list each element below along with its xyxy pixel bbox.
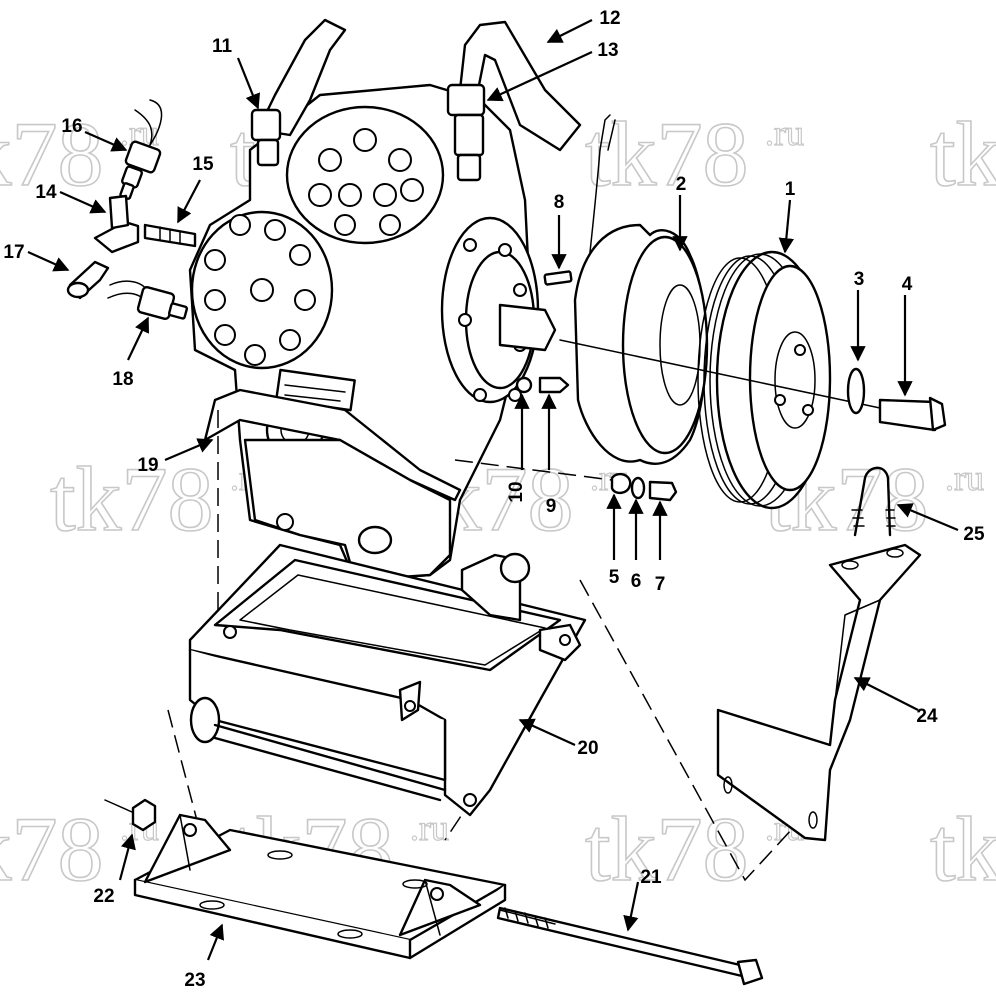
u-bolt-25 [851, 466, 896, 537]
callout-10: 10 [506, 481, 527, 502]
callout-18: 18 [112, 369, 133, 390]
screw-9 [538, 376, 570, 394]
watermark-text: tk78 [0, 103, 104, 205]
compressor-assembly [188, 18, 616, 582]
head-bolts-left [204, 214, 316, 366]
callout-5: 5 [609, 567, 620, 588]
callout-4: 4 [902, 274, 913, 295]
pulley [697, 250, 832, 510]
callout-8: 8 [554, 192, 565, 213]
callout-13: 13 [597, 40, 618, 61]
callout-21: 21 [640, 867, 662, 888]
callout-12: 12 [599, 8, 620, 29]
nut-22 [131, 798, 157, 832]
callout-arrows [27, 19, 959, 961]
fitting-17 [66, 260, 110, 300]
callout-22: 22 [93, 886, 114, 907]
watermark-text: tk78 [930, 103, 996, 205]
bottom-plate [133, 813, 507, 960]
bolt-4 [878, 396, 947, 432]
callout-3: 3 [854, 269, 865, 290]
callout-24: 24 [916, 706, 938, 727]
callout-20: 20 [577, 738, 598, 759]
watermark-suffix: .ru [765, 113, 804, 153]
callout-25: 25 [963, 524, 985, 545]
washer-6 [630, 476, 646, 500]
callout-1: 1 [785, 179, 796, 200]
watermark-text: tk78 [930, 798, 996, 900]
assembly-axis [559, 339, 881, 409]
lockwasher-5 [610, 472, 632, 495]
support-bracket-24 [716, 543, 922, 842]
callout-23: 23 [184, 970, 205, 991]
watermark-text: tk78 [585, 798, 749, 900]
fitting-16 [119, 99, 163, 200]
head-bolts-top [308, 128, 424, 236]
watermark-text: tk78 [50, 448, 214, 550]
callout-2: 2 [676, 174, 687, 195]
shaft-key [543, 270, 573, 286]
watermark-suffix: .ru [410, 808, 449, 848]
callout-19: 19 [137, 455, 158, 476]
fitting-18 [107, 280, 189, 320]
fitting-15 [143, 223, 197, 248]
clutch-field-coil [573, 223, 709, 465]
callout-6: 6 [631, 571, 642, 592]
callout-9: 9 [546, 496, 557, 517]
callout-17: 17 [3, 242, 24, 263]
washer-3 [846, 367, 866, 415]
callout-7: 7 [655, 574, 666, 595]
watermark-text: tk78 [0, 798, 104, 900]
washer-10 [515, 376, 533, 394]
callout-15: 15 [192, 154, 214, 175]
callout-11: 11 [212, 36, 233, 57]
watermark-text: tk78 [585, 103, 749, 205]
long-bolt-21 [496, 906, 764, 986]
callout-16: 16 [61, 116, 82, 137]
screw-7 [648, 480, 678, 502]
callout-14: 14 [35, 182, 57, 203]
mounting-base [188, 543, 587, 817]
tee-fitting-14 [93, 194, 140, 254]
watermark-suffix: .ru [945, 458, 984, 498]
callout-labels: 1 2 3 4 5 6 7 8 9 10 11 12 13 14 15 16 1… [3, 8, 985, 991]
